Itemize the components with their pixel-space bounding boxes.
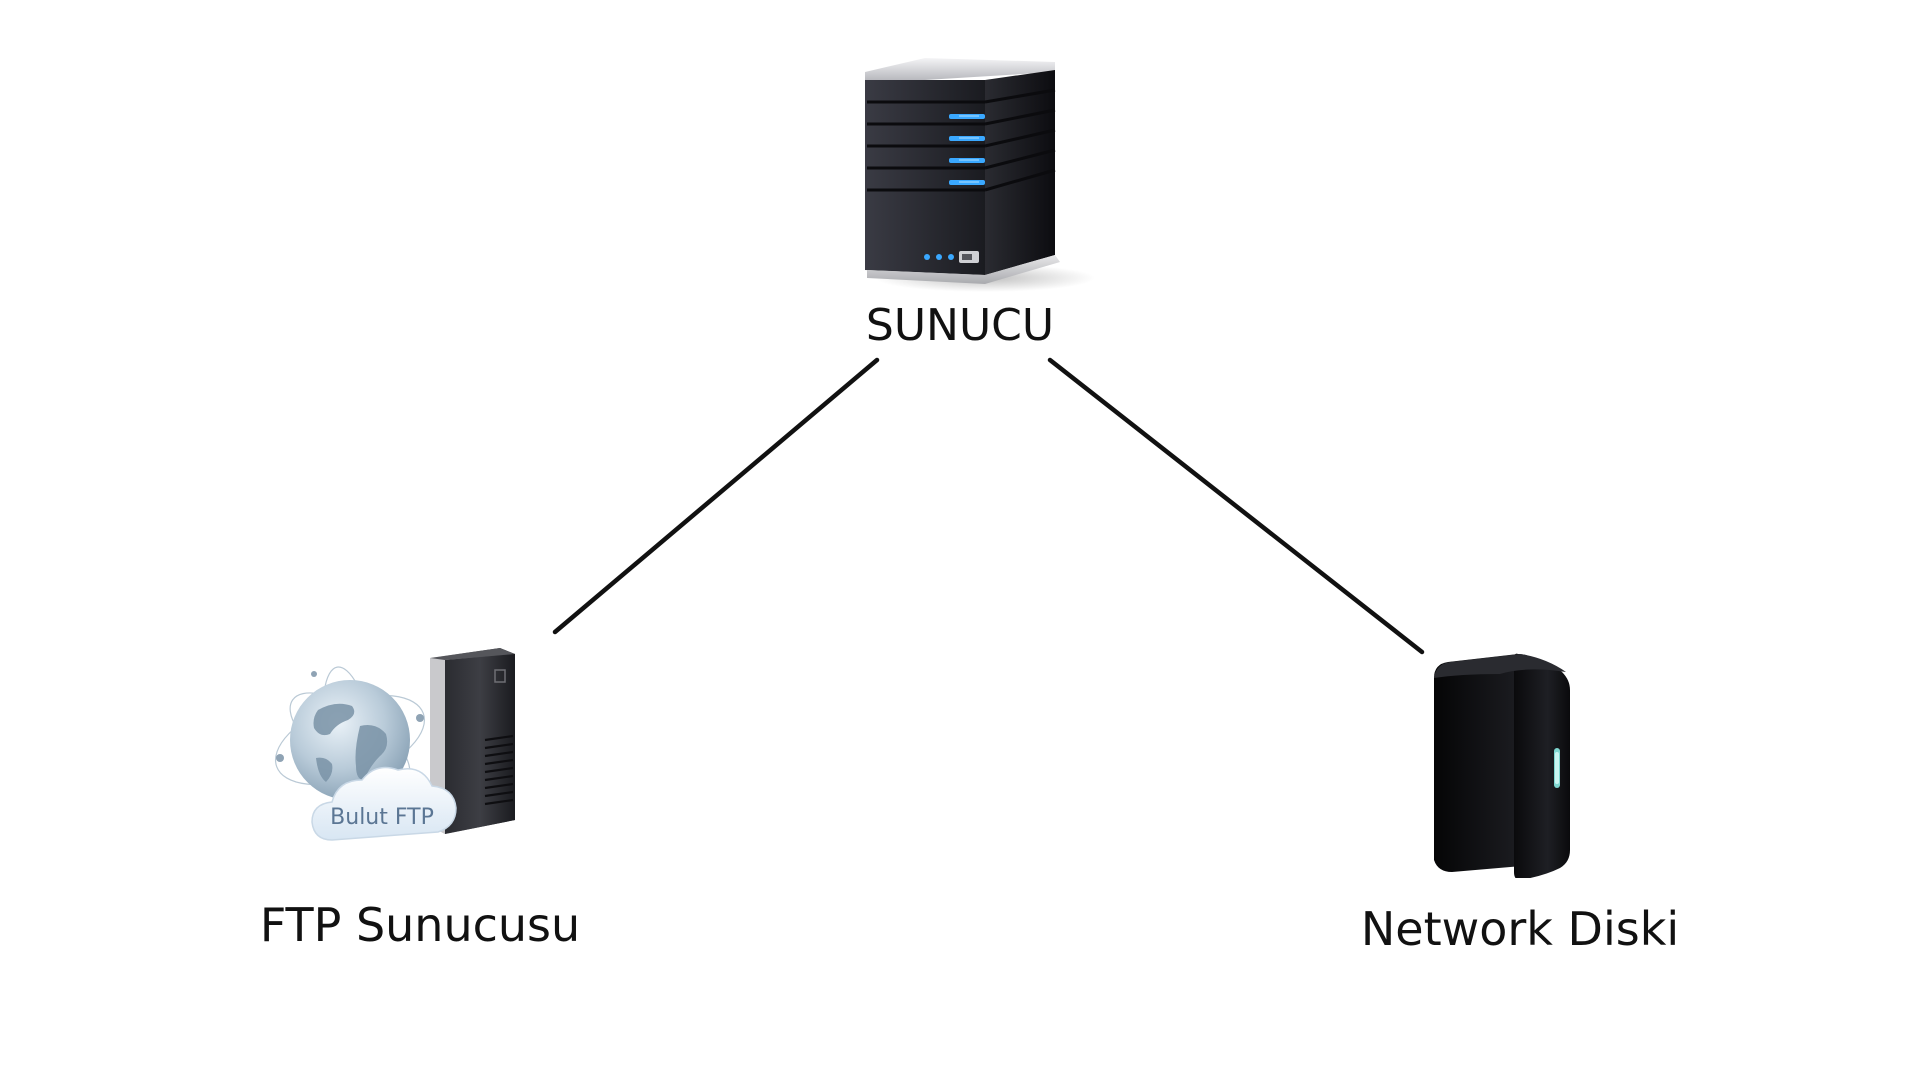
- edge-server-disk: [1047, 357, 1425, 655]
- server-label: SUNUCU: [865, 300, 1055, 351]
- ftp-tower-cloud-icon: Bulut FTP: [274, 648, 515, 841]
- server-node[interactable]: [855, 50, 1095, 300]
- cloud-label: Bulut FTP: [330, 805, 434, 830]
- rack-server-icon: [865, 58, 1095, 292]
- network-disk-label: Network Diski: [1360, 902, 1680, 956]
- ftp-server-node[interactable]: Bulut FTP: [270, 630, 580, 890]
- edge-server-ftp: [552, 357, 880, 635]
- ftp-server-label: FTP Sunucusu: [259, 898, 581, 952]
- network-disk-node[interactable]: [1420, 648, 1590, 880]
- external-drive-icon: [1434, 653, 1570, 880]
